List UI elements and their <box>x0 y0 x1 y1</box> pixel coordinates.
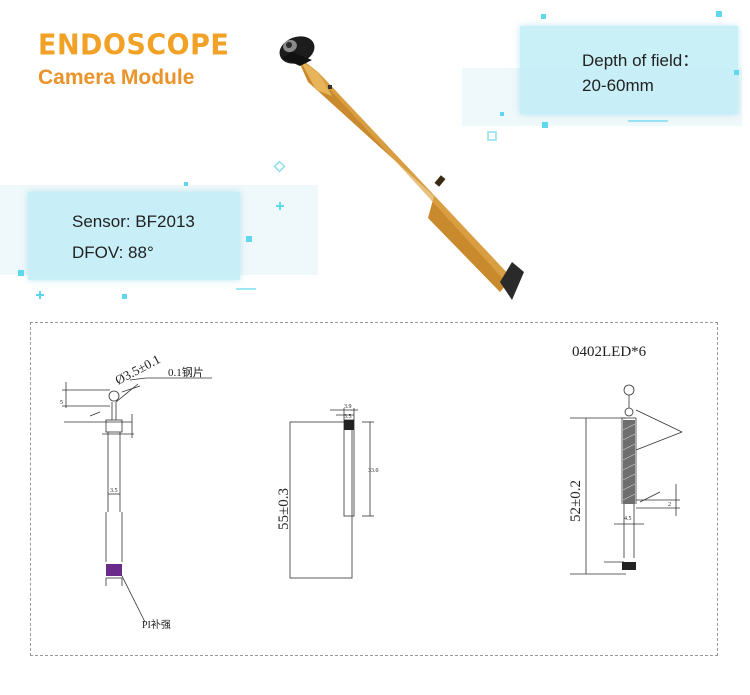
sparkle-decoration <box>273 160 286 173</box>
middle-front-view <box>289 408 374 579</box>
page-subtitle: Camera Module <box>38 66 195 89</box>
sensor-chip <box>344 420 354 430</box>
technical-drawing-frame <box>30 322 718 656</box>
page-title: ENDOSCOPE <box>38 29 230 62</box>
sparkle-decoration <box>487 131 497 141</box>
led-label: 0402LED*6 <box>572 344 647 360</box>
sparkle-decoration <box>18 11 739 299</box>
dfov-label: DFOV: 88° <box>72 243 154 262</box>
steel-sheet-label: 0.1钢片 <box>168 366 204 379</box>
pi-stiffener <box>106 564 122 576</box>
length-55-label: 55±0.3 <box>276 488 292 530</box>
pi-stiffener-label: PI补强 <box>142 618 171 631</box>
width-3-9-label: 3.9 <box>344 404 352 410</box>
connector-block <box>622 562 636 570</box>
dim-5-label: 5 <box>60 400 63 406</box>
sensor-label: Sensor: BF2013 <box>72 212 195 231</box>
sensor-card: Sensor: BF2013 DFOV: 88° <box>28 192 240 280</box>
left-side-view <box>62 377 212 623</box>
depth-of-field-card: Depth of field： 20-60mm <box>520 26 738 114</box>
depth-of-field-value: 20-60mm <box>582 76 654 95</box>
cable-hatched <box>623 420 635 504</box>
product-illustration <box>18 11 739 300</box>
dim-2-label: 2 <box>668 502 671 508</box>
endoscope-camera-module <box>279 36 524 300</box>
dim-4-5-label: 4.5 <box>624 516 632 522</box>
depth-of-field-label: Depth of field： <box>582 51 700 70</box>
width-3-5-label: 3.5 <box>344 414 352 420</box>
right-side-view <box>570 384 683 575</box>
dim-33-label: 33.0 <box>368 468 379 474</box>
length-52-label: 52±0.2 <box>568 480 584 522</box>
diameter-label: Ø3.5±0.1 <box>112 351 162 387</box>
dim-3-5-label: 3.5 <box>110 488 118 494</box>
